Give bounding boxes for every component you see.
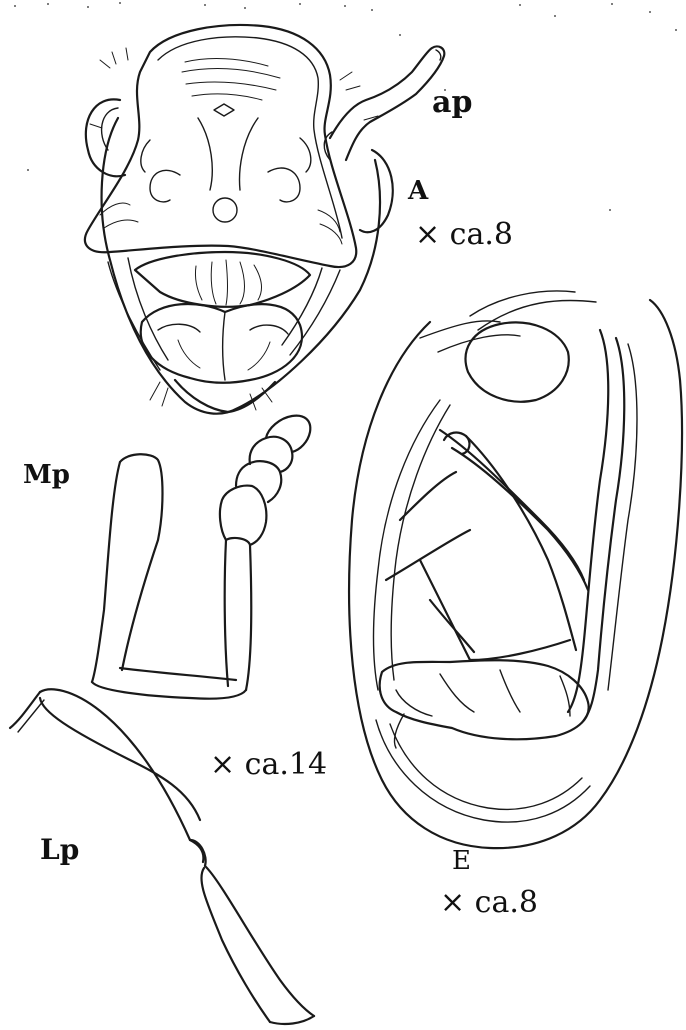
scan-specks xyxy=(14,2,677,211)
scale-e: × ca.8 xyxy=(440,888,538,918)
maxillary-palp xyxy=(92,416,310,699)
scale-a: × ca.8 xyxy=(415,220,513,250)
structure-e xyxy=(349,291,682,848)
label-e: E xyxy=(452,848,471,874)
scale-mid: × ca.14 xyxy=(210,750,327,780)
label-mp: Mp xyxy=(23,462,70,488)
head-frontal-view xyxy=(85,25,444,414)
label-a: A xyxy=(408,178,428,204)
label-lp: Lp xyxy=(40,836,79,864)
label-ap: ap xyxy=(432,88,472,118)
